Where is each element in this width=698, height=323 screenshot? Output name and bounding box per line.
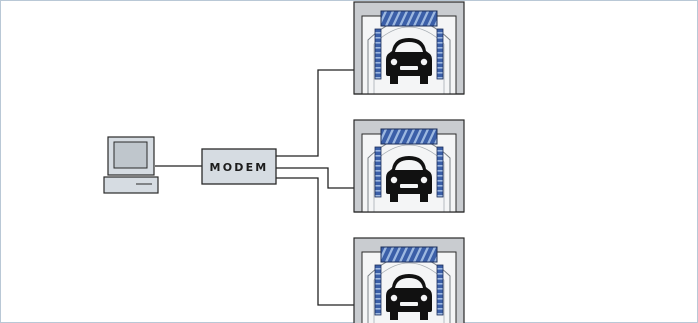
desktop-computer-icon (103, 136, 159, 194)
connection-lines (155, 69, 354, 306)
car-wash-bay-icon (353, 1, 465, 95)
wire-to-bay-2 (276, 167, 354, 189)
wire-to-bay-3 (276, 177, 354, 306)
modem-box: MODEM (201, 148, 277, 185)
modem-label: MODEM (210, 161, 269, 174)
wire-to-bay-1 (276, 69, 354, 157)
car-wash-bay-icon (353, 237, 465, 323)
car-wash-bay-icon (353, 119, 465, 213)
